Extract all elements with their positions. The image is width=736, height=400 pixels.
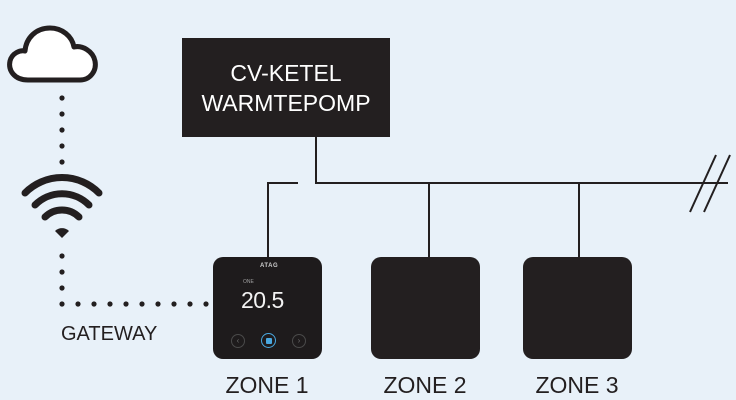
thermostat-right-button: › (292, 334, 306, 348)
zone-3-thermostat (523, 257, 632, 359)
thermostat-logo: ATAG (260, 263, 279, 269)
dotted-connection-cloud-wifi (59, 95, 65, 165)
zone-1-label: ZONE 1 (225, 372, 309, 398)
boiler-box: CV-KETEL WARMTEPOMP (182, 38, 390, 137)
wifi-icon (21, 174, 103, 238)
thermostat-left-button: ‹ (231, 334, 245, 348)
bus-wiring (267, 137, 728, 258)
boiler-line-2: WARMTEPOMP (201, 89, 371, 116)
zone-2-thermostat (371, 257, 480, 359)
thermostat-temperature: 20.5 (241, 287, 284, 313)
line-break-mark (689, 154, 731, 213)
gateway-label: GATEWAY (61, 323, 158, 345)
thermostat-center-button (261, 333, 276, 348)
zone-1-thermostat: ATAG ONE 20.5 ‹ › (213, 257, 322, 359)
dotted-connection-gateway (59, 253, 209, 307)
cloud-icon (7, 25, 98, 83)
zone-3-label: ZONE 3 (535, 372, 619, 398)
thermostat-mode: ONE (243, 279, 254, 285)
zone-2-label: ZONE 2 (383, 372, 467, 398)
boiler-line-1: CV-KETEL (230, 59, 342, 86)
